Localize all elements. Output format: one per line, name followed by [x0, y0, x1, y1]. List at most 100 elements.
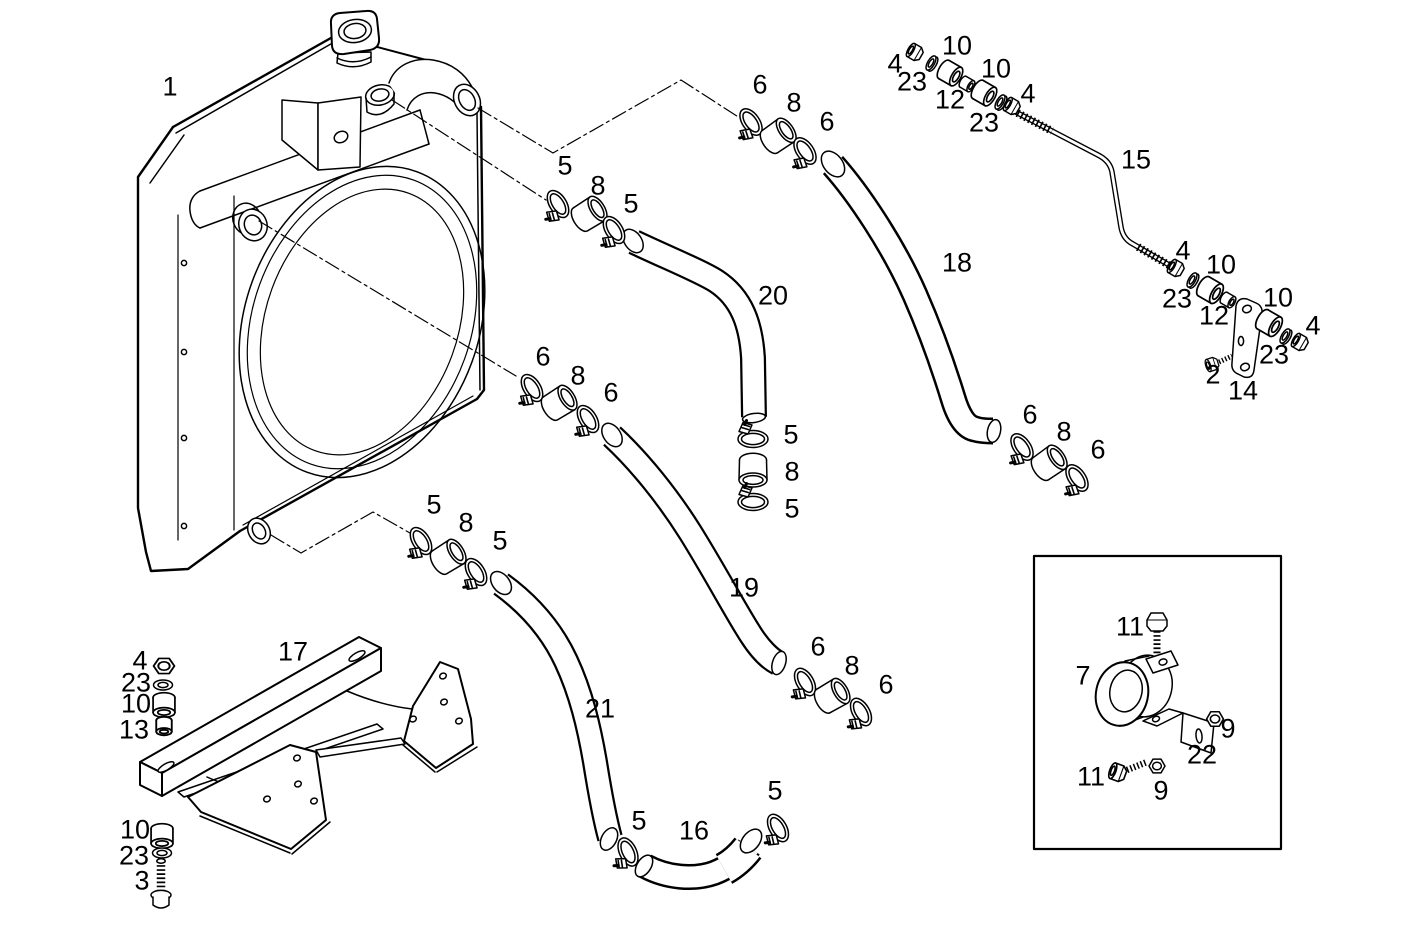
- bolt-11-top: [1146, 612, 1168, 656]
- clamp-5: [736, 419, 770, 449]
- part-callout-18[interactable]: 18: [941, 247, 973, 278]
- part-callout-5[interactable]: 5: [783, 419, 799, 450]
- radiator-side-port: [232, 202, 268, 242]
- part-callout-7[interactable]: 7: [1075, 660, 1091, 691]
- part-callout-4[interactable]: 4: [1020, 78, 1036, 109]
- sleeve-8: [755, 114, 801, 158]
- part-callout-23[interactable]: 23: [1161, 283, 1193, 314]
- inset-detail-box: [1032, 554, 1283, 851]
- part-callout-21[interactable]: 21: [584, 693, 616, 724]
- part-callout-23[interactable]: 23: [968, 107, 1000, 138]
- bracket-17: [139, 636, 478, 855]
- washer-23: [151, 847, 173, 859]
- part-callout-23[interactable]: 23: [896, 66, 928, 97]
- nut-9: [1148, 758, 1166, 774]
- part-callout-16[interactable]: 16: [678, 815, 710, 846]
- bracket-17-right-gusset: [402, 661, 478, 773]
- radiator: [136, 9, 486, 573]
- spacer-13: [155, 715, 173, 737]
- part-callout-1[interactable]: 1: [162, 71, 178, 102]
- part-callout-22[interactable]: 22: [1186, 739, 1218, 770]
- part-callout-5[interactable]: 5: [557, 150, 573, 181]
- clamp-6: [779, 663, 822, 706]
- part-callout-23[interactable]: 23: [120, 667, 152, 698]
- bolt-11-bottom: [1106, 758, 1149, 784]
- leader-lines: [258, 79, 744, 554]
- sleeve-8: [738, 452, 768, 488]
- bolt-2: [1203, 353, 1234, 374]
- part-callout-8[interactable]: 8: [590, 170, 606, 201]
- part-callout-12[interactable]: 12: [1198, 300, 1230, 331]
- part-callout-6[interactable]: 6: [1090, 434, 1106, 465]
- bushing-10: [150, 822, 174, 850]
- nut-4: [152, 657, 176, 675]
- part-callout-13[interactable]: 13: [118, 714, 150, 745]
- part-callout-4[interactable]: 4: [1305, 310, 1321, 341]
- part-callout-10[interactable]: 10: [120, 688, 152, 719]
- part-callout-8[interactable]: 8: [786, 87, 802, 118]
- bracket-22: [1142, 708, 1215, 754]
- part-callout-11[interactable]: 11: [1076, 761, 1106, 792]
- part-callout-17[interactable]: 17: [277, 636, 309, 667]
- part-callout-10[interactable]: 10: [119, 814, 151, 845]
- tie-rod-15: [1004, 103, 1179, 272]
- part-callout-5[interactable]: 5: [623, 188, 639, 219]
- part-callout-2[interactable]: 2: [1205, 359, 1221, 390]
- part-callout-15[interactable]: 15: [1120, 144, 1152, 175]
- bracket-17-fasteners: [150, 657, 176, 909]
- part-callout-20[interactable]: 20: [757, 280, 789, 311]
- part-callout-3[interactable]: 3: [134, 865, 150, 896]
- rod-rear-fasteners: [1164, 257, 1311, 379]
- part-callout-10[interactable]: 10: [980, 53, 1012, 84]
- part-callout-19[interactable]: 19: [728, 572, 760, 603]
- bottom-outlet: [246, 517, 272, 545]
- part-callout-4[interactable]: 4: [887, 48, 903, 79]
- part-callout-9[interactable]: 9: [1220, 713, 1236, 744]
- part-callout-10[interactable]: 10: [1205, 249, 1237, 280]
- part-callout-10[interactable]: 10: [1262, 282, 1294, 313]
- part-callout-4[interactable]: 4: [132, 645, 148, 676]
- part-callout-6[interactable]: 6: [810, 631, 826, 662]
- part-callout-6[interactable]: 6: [878, 669, 894, 700]
- part-callout-8[interactable]: 8: [570, 360, 586, 391]
- fan-shroud-ring: [238, 165, 486, 479]
- hose-19: [601, 422, 787, 676]
- part-callout-8[interactable]: 8: [458, 507, 474, 538]
- part-callout-14[interactable]: 14: [1227, 375, 1259, 406]
- nut-4: [903, 41, 926, 64]
- bracket-14: [1231, 297, 1263, 379]
- part-callout-12[interactable]: 12: [934, 84, 966, 115]
- part-callout-5[interactable]: 5: [767, 775, 783, 806]
- hose-clamps-and-sleeves: [395, 103, 1095, 875]
- part-callout-8[interactable]: 8: [844, 650, 860, 681]
- part-callout-6[interactable]: 6: [603, 377, 619, 408]
- part-callout-23[interactable]: 23: [1258, 339, 1290, 370]
- bolt-3: [150, 858, 172, 909]
- part-callout-6[interactable]: 6: [819, 106, 835, 137]
- bracket-17-left-gusset: [187, 744, 331, 855]
- sleeve-8: [809, 674, 855, 718]
- part-callout-10[interactable]: 10: [941, 30, 973, 61]
- hose-20: [622, 228, 767, 424]
- clamp-5: [532, 185, 575, 229]
- pipe-clamp-7: [1094, 650, 1179, 727]
- bushing-10: [152, 691, 176, 719]
- part-callout-5[interactable]: 5: [492, 525, 508, 556]
- part-callout-8[interactable]: 8: [784, 456, 800, 487]
- filler-cap: [329, 9, 381, 68]
- part-callout-23[interactable]: 23: [118, 840, 150, 871]
- hose-18: [820, 150, 1002, 445]
- part-callout-5[interactable]: 5: [784, 493, 800, 524]
- part-callout-6[interactable]: 6: [752, 69, 768, 100]
- elbow-hose-16: [634, 828, 763, 890]
- part-callout-4[interactable]: 4: [1175, 235, 1191, 266]
- part-callout-8[interactable]: 8: [1056, 416, 1072, 447]
- part-callout-9[interactable]: 9: [1153, 775, 1169, 806]
- part-callout-6[interactable]: 6: [535, 341, 551, 372]
- part-callout-5[interactable]: 5: [426, 489, 442, 520]
- part-callout-6[interactable]: 6: [1022, 399, 1038, 430]
- part-callout-5[interactable]: 5: [631, 805, 647, 836]
- part-callout-11[interactable]: 11: [1115, 611, 1145, 642]
- washer-23: [152, 679, 174, 691]
